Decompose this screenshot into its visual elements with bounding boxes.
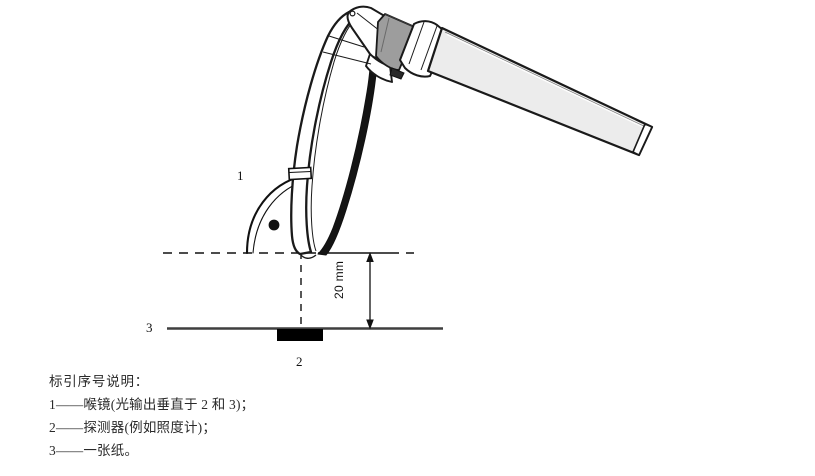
- blade-handle-connector: [375, 13, 418, 80]
- detector-block: [277, 329, 323, 341]
- light-output-point: [268, 219, 280, 231]
- figure-key-item-2: 2——探测器(例如照度计)；: [49, 420, 217, 435]
- figure-key: 标引序号说明： 1——喉镜(光输出垂直于 2 和 3)； 2——探测器(例如照度…: [49, 370, 469, 462]
- figure-key-item-3: 3——一张纸。: [49, 443, 139, 458]
- dimension-arrow-20mm: [366, 252, 374, 330]
- figure-key-title: 标引序号说明：: [49, 374, 150, 389]
- laryngoscope-blade: [287, 5, 405, 259]
- light-output-window: [287, 166, 313, 181]
- callout-label-2: 2: [296, 354, 303, 369]
- callout-label-3: 3: [146, 320, 153, 335]
- callout-label-1: 1: [237, 168, 244, 183]
- dimension-label-20mm: 20 mm: [332, 260, 346, 299]
- figure-key-item-1: 1——喉镜(光输出垂直于 2 和 3)；: [49, 397, 255, 412]
- laryngoscope-handle: [399, 20, 654, 157]
